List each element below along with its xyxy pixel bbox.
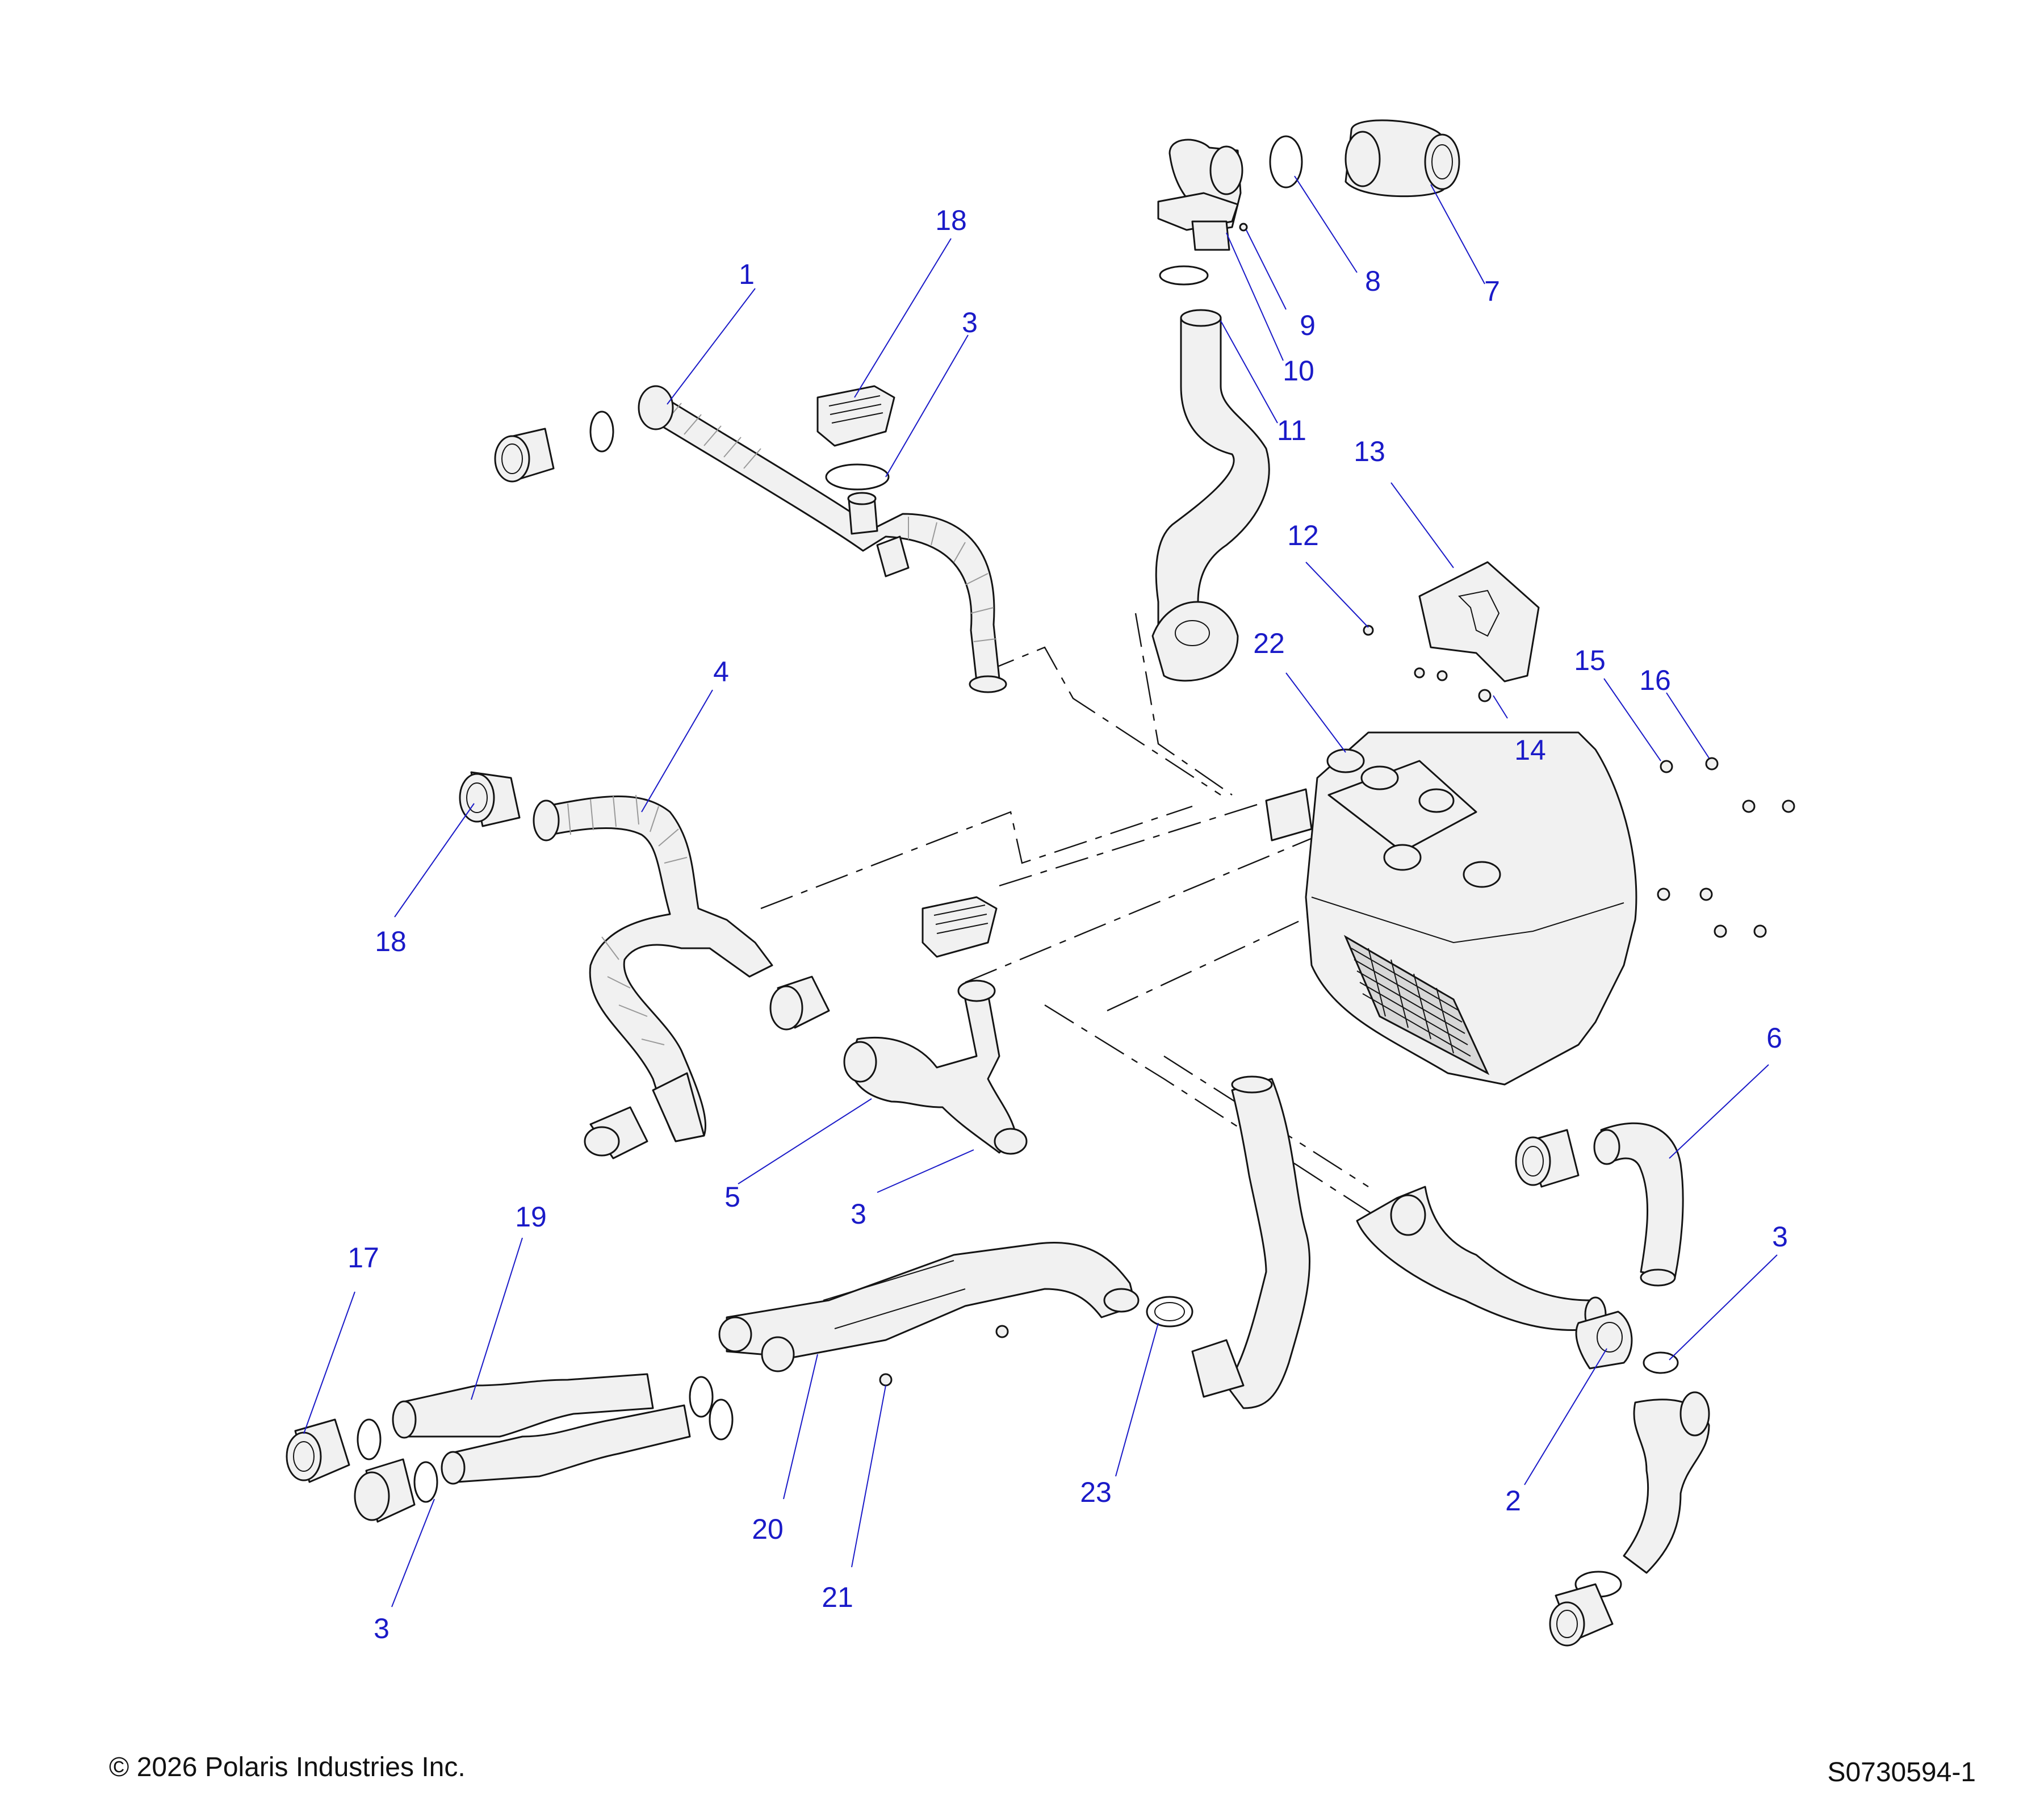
intake-cap-upper-left xyxy=(494,428,555,483)
clamps-lower-left xyxy=(357,1376,734,1503)
callout-11: 11 xyxy=(1277,415,1306,446)
intake-cap-18-middle xyxy=(459,771,521,827)
callout-4: 4 xyxy=(713,656,729,688)
callout-16: 16 xyxy=(1639,664,1671,696)
callout-18-middle: 18 xyxy=(375,926,407,957)
lower-right-tube xyxy=(1574,1391,1710,1598)
clamp-ring-3-top xyxy=(825,463,890,491)
callout-5: 5 xyxy=(724,1181,740,1213)
duct-5 xyxy=(843,979,1028,1155)
intake-cap-right xyxy=(1515,1129,1580,1188)
clamp-upper-left xyxy=(589,411,614,453)
callout-14: 14 xyxy=(1514,734,1546,766)
callout-9: 9 xyxy=(1300,309,1316,341)
callout-19: 19 xyxy=(515,1201,547,1233)
elbow-10 xyxy=(1157,139,1243,251)
leader-lines xyxy=(303,175,1778,1607)
hardware-14-15-16 xyxy=(1657,757,1795,938)
drawing-number: S0730594-1 xyxy=(1827,1757,1976,1787)
callout-6: 6 xyxy=(1766,1022,1782,1054)
filter-7 xyxy=(1344,119,1460,198)
duct-6 xyxy=(1593,1122,1684,1287)
callout-2: 2 xyxy=(1505,1485,1521,1517)
intake-cap-18-lower xyxy=(286,1418,350,1483)
callout-3-middle: 3 xyxy=(851,1198,866,1230)
callout-12: 12 xyxy=(1287,520,1319,551)
callout-21: 21 xyxy=(822,1581,853,1613)
callout-3-top: 3 xyxy=(962,307,978,338)
intake-cap-3-lower xyxy=(354,1458,416,1523)
vent-grille-17 xyxy=(816,385,895,447)
duct-20 xyxy=(718,1242,1140,1372)
callout-13: 13 xyxy=(1354,436,1385,467)
intake-cap-lower-right xyxy=(1549,1583,1614,1647)
duct-19 xyxy=(392,1373,691,1485)
o-ring-upper xyxy=(1159,265,1209,286)
callout-22: 22 xyxy=(1253,627,1285,659)
callout-3-right: 3 xyxy=(1772,1221,1788,1253)
gasket-23 xyxy=(1146,1296,1193,1328)
center-s-tube xyxy=(1191,1075,1311,1409)
screw-9 xyxy=(1239,223,1248,232)
vent-grille-middle xyxy=(922,896,998,958)
callout-17: 18 xyxy=(935,204,967,236)
copyright-notice: © 2026 Polaris Industries Inc. xyxy=(109,1752,466,1782)
callout-3-lower: 3 xyxy=(374,1613,389,1644)
callout-23: 23 xyxy=(1080,1476,1112,1508)
callout-10: 10 xyxy=(1283,355,1314,387)
intercooler-22 xyxy=(1265,731,1637,1086)
callout-8: 8 xyxy=(1365,265,1381,297)
right-bend-tube xyxy=(1356,1186,1607,1333)
coupler-2 xyxy=(1575,1311,1633,1370)
intake-cap-5-left xyxy=(769,976,830,1031)
callout-1: 1 xyxy=(739,258,755,290)
callout-20: 20 xyxy=(752,1513,784,1545)
callout-18-lower: 17 xyxy=(347,1242,379,1274)
clamp-3-right xyxy=(1643,1351,1679,1374)
riser-tube-11 xyxy=(1151,309,1270,682)
intake-cap-lower-middle xyxy=(584,1106,648,1159)
callout-labels: 1 18 3 4 18 5 3 8 7 9 10 11 13 12 22 14 … xyxy=(347,204,1788,1644)
bracket-13 xyxy=(1363,561,1540,702)
duct-4 xyxy=(533,794,773,1142)
callout-15: 15 xyxy=(1574,644,1606,676)
clamp-8 xyxy=(1269,135,1303,189)
callout-7: 7 xyxy=(1484,275,1500,307)
duct-1 xyxy=(638,385,1007,693)
